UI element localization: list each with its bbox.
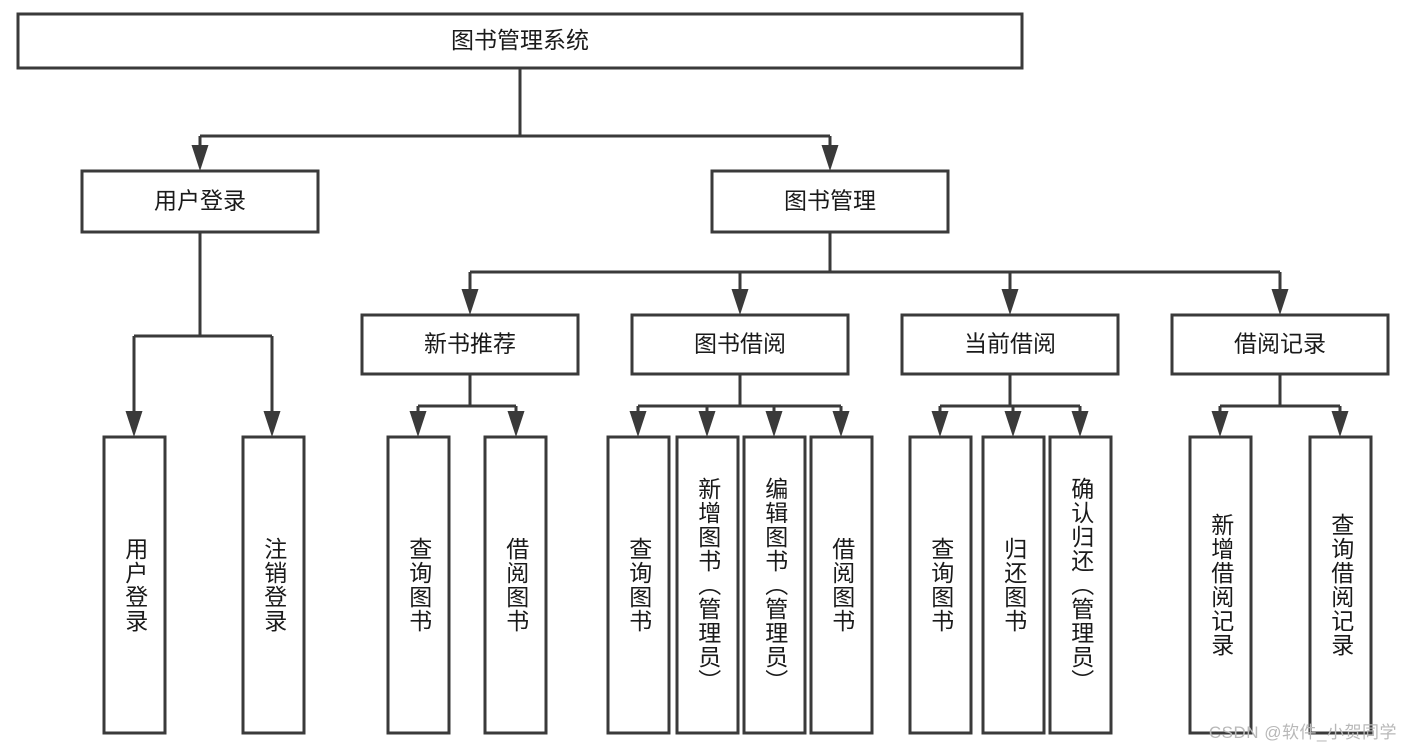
connector-group-新书推荐	[409, 374, 525, 437]
node-l3-图书借阅-1-label: 图书借阅	[694, 331, 786, 357]
node-leaf-查询图书-4-box[interactable]	[606, 435, 671, 735]
connectors-layer	[125, 68, 1349, 437]
connector-group-图书借阅	[629, 374, 850, 437]
node-l3-借阅记录-3-box[interactable]	[1170, 313, 1390, 376]
arrow-head-icon	[125, 411, 143, 437]
arrow-head-icon	[765, 411, 783, 437]
node-l2-图书管理-1-label: 图书管理	[784, 188, 876, 214]
arrow-head-icon	[832, 411, 850, 437]
node-l3-新书推荐-0-label: 新书推荐	[424, 331, 516, 357]
node-leaf-新增图书管理员-5-box[interactable]	[675, 435, 740, 735]
node-leaf-编辑图书管理员-6-box[interactable]	[742, 435, 807, 735]
arrow-head-icon	[731, 289, 749, 315]
arrow-head-icon	[507, 411, 525, 437]
arrow-head-icon	[461, 289, 479, 315]
node-leaf-用户登录-0-box[interactable]	[102, 435, 167, 735]
node-l3-当前借阅-2-label: 当前借阅	[964, 331, 1056, 357]
connector-group-当前借阅	[931, 374, 1089, 437]
node-l2-用户登录-0-box[interactable]	[80, 169, 320, 234]
node-l2-用户登录-0-label: 用户登录	[154, 188, 246, 214]
boxes-layer	[16, 12, 1390, 735]
node-leaf-归还图书-9-box[interactable]	[981, 435, 1046, 735]
node-root-图书管理系统-0-label: 图书管理系统	[451, 27, 589, 53]
arrow-head-icon	[191, 145, 209, 171]
node-leaf-查询图书-8-box[interactable]	[908, 435, 973, 735]
arrow-head-icon	[1004, 411, 1022, 437]
node-leaf-查询借阅记录-12-box[interactable]	[1308, 435, 1373, 735]
node-l2-图书管理-1-box[interactable]	[710, 169, 950, 234]
connector-group-图书管理系统	[191, 68, 839, 171]
arrow-head-icon	[1331, 411, 1349, 437]
arrow-head-icon	[1211, 411, 1229, 437]
node-leaf-注销登录-1-box[interactable]	[241, 435, 306, 735]
arrow-head-icon	[698, 411, 716, 437]
arrow-head-icon	[1071, 411, 1089, 437]
arrow-head-icon	[1271, 289, 1289, 315]
node-l3-借阅记录-3-label: 借阅记录	[1234, 331, 1326, 357]
arrow-head-icon	[931, 411, 949, 437]
node-l3-图书借阅-1-box[interactable]	[630, 313, 850, 376]
connector-group-借阅记录	[1211, 374, 1349, 437]
arrow-head-icon	[263, 411, 281, 437]
node-leaf-确认归还管理员-10-box[interactable]	[1048, 435, 1113, 735]
node-root-图书管理系统-0-box[interactable]	[16, 12, 1024, 70]
arrow-head-icon	[821, 145, 839, 171]
node-l3-新书推荐-0-box[interactable]	[360, 313, 580, 376]
connector-group-图书管理	[461, 232, 1289, 315]
arrow-head-icon	[1001, 289, 1019, 315]
arrow-head-icon	[629, 411, 647, 437]
node-leaf-借阅图书-7-box[interactable]	[809, 435, 874, 735]
csdn-watermark: CSDN @软件_小贺同学	[1208, 723, 1397, 742]
node-leaf-新增借阅记录-11-box[interactable]	[1188, 435, 1253, 735]
connector-group-用户登录	[125, 232, 281, 437]
arrow-head-icon	[409, 411, 427, 437]
node-leaf-借阅图书-3-box[interactable]	[483, 435, 548, 735]
node-l3-当前借阅-2-box[interactable]	[900, 313, 1120, 376]
node-leaf-查询图书-2-box[interactable]	[386, 435, 451, 735]
